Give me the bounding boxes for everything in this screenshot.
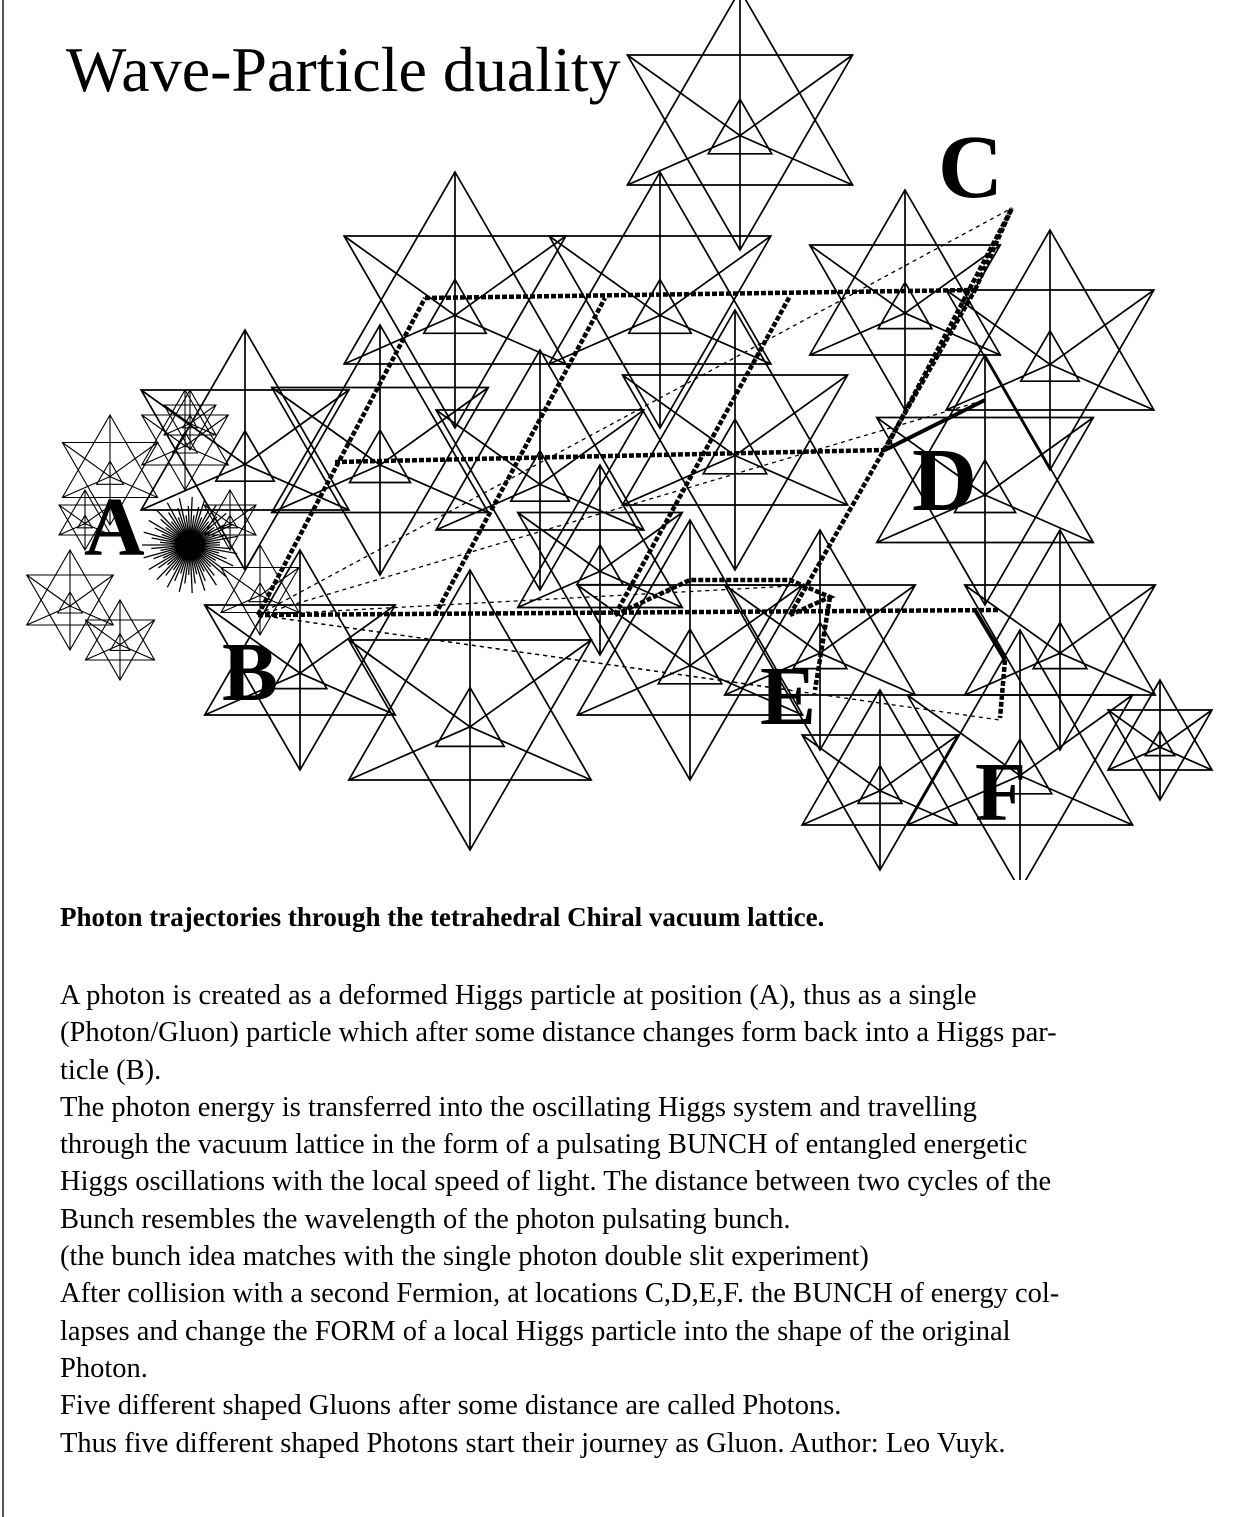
lattice-star <box>342 170 568 430</box>
lattice-star <box>575 518 805 782</box>
burst-rays <box>142 496 238 594</box>
figure-caption: Photon trajectories through the tetrahed… <box>60 902 825 932</box>
paragraph-line: lapses and change the FORM of a local Hi… <box>60 1315 1011 1347</box>
label-b: B <box>222 626 278 719</box>
lattice-star <box>347 568 593 852</box>
paragraph-line: (Photon/Gluon) particle which after some… <box>60 1017 1057 1049</box>
lattice-star <box>61 413 159 527</box>
bunch-path <box>613 294 792 617</box>
lattice-star <box>808 188 1002 412</box>
collapse-path-f <box>973 608 1007 662</box>
lattice-star <box>25 548 115 652</box>
paragraph-line: Thus five different shaped Photons start… <box>60 1427 1006 1459</box>
page-border <box>2 0 4 1517</box>
lattice-star <box>875 353 1095 607</box>
paragraph-line: After collision with a second Fermion, a… <box>60 1278 1060 1310</box>
paragraph-line: A photon is created as a deformed Higgs … <box>60 980 977 1011</box>
paragraph-line: Five different shaped Gluons after some … <box>60 1390 842 1422</box>
bunch-path <box>997 659 1008 719</box>
paragraph-line: (the bunch idea matches with the single … <box>60 1241 869 1273</box>
bunch-path <box>614 577 836 618</box>
collapse-paths <box>884 398 1007 662</box>
paragraph-line: The photon energy is transferred into th… <box>60 1091 977 1123</box>
lattice-star <box>800 688 960 872</box>
bunch-path <box>334 447 886 465</box>
lattice-star <box>625 0 855 252</box>
bunch-path <box>256 296 427 617</box>
paragraph-line: Higgs oscillations with the local speed … <box>60 1166 1052 1198</box>
lattice-star <box>434 348 646 592</box>
paragraph-line: Bunch resembles the wavelength of the ph… <box>60 1203 791 1235</box>
collapse-path-d <box>884 398 986 452</box>
bunch-path <box>972 207 1015 291</box>
label-a: A <box>84 481 145 574</box>
description-paragraph: A photon is created as a deformed Higgs … <box>60 977 1059 1462</box>
lattice-star <box>944 228 1156 472</box>
higgs-particle-burst <box>142 496 238 594</box>
lattice-star <box>58 488 112 552</box>
bunch-path <box>433 296 607 617</box>
lattice-star <box>139 328 351 572</box>
lattice-star <box>516 463 684 657</box>
lattice-star <box>84 598 156 682</box>
dotted-trajectory <box>257 399 986 616</box>
vacuum-lattice <box>139 0 1214 880</box>
bunch-path <box>788 288 977 617</box>
label-e: E <box>760 650 816 743</box>
dotted-trajectory <box>257 207 1013 616</box>
paragraph-line: ticle (B). <box>60 1054 162 1086</box>
photon-bunch-paths <box>256 206 1015 719</box>
label-d: D <box>912 431 977 530</box>
small-lattice-cluster <box>25 388 300 682</box>
lattice-star <box>163 388 217 452</box>
paragraph-line: Photon. <box>60 1352 148 1384</box>
label-c: C <box>938 118 1003 217</box>
tetrahedral-lattice-diagram: A B C D E F <box>25 0 1214 880</box>
dotted-trajectory <box>257 614 1001 721</box>
lattice-star <box>547 170 773 430</box>
bunch-path <box>257 607 1001 618</box>
lattice-star <box>905 628 1135 880</box>
paragraph-line: through the vacuum lattice in the form o… <box>60 1129 1028 1161</box>
page-title: Wave-Particle duality <box>66 34 621 105</box>
label-f: F <box>975 746 1026 839</box>
lattice-star <box>203 548 397 772</box>
bunch-path <box>883 206 1014 452</box>
lattice-star <box>1106 678 1214 802</box>
bunch-path <box>812 596 833 691</box>
dotted-trajectories <box>257 207 1013 721</box>
bunch-path <box>424 287 976 301</box>
